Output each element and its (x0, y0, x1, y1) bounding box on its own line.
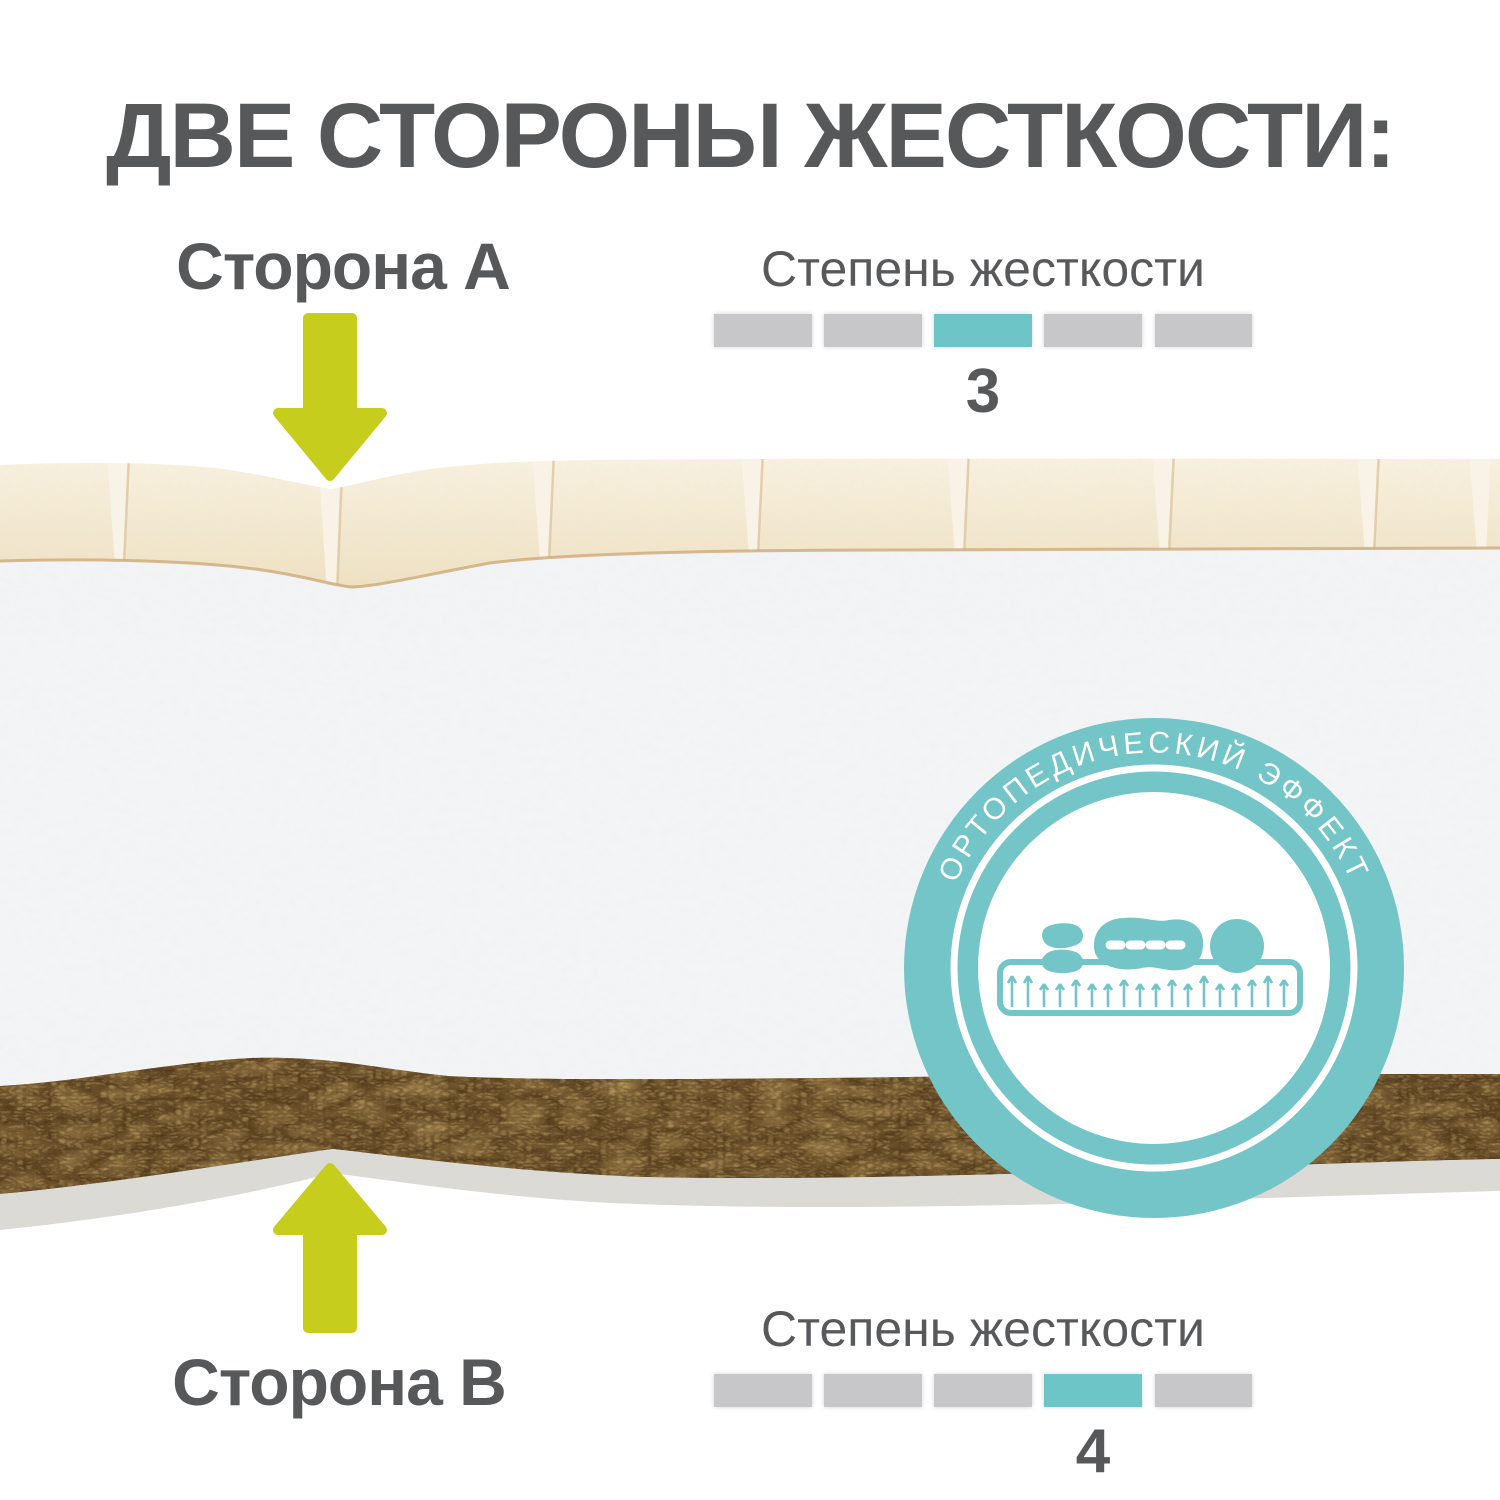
down-arrow-icon (273, 313, 387, 481)
firmness-scale-value: 4 (1075, 1417, 1111, 1486)
firmness-scale-side-b: Степень жесткости 4 (714, 1298, 1253, 1486)
firmness-scale-side-a: Степень жесткости 3 (714, 238, 1253, 426)
firmness-segment (824, 1374, 922, 1407)
mattress-layer-foam (0, 458, 1500, 589)
person-on-mattress-icon (997, 917, 1303, 1016)
firmness-segment (714, 1374, 812, 1407)
firmness-segment (934, 1374, 1032, 1407)
firmness-segment (1044, 314, 1142, 347)
firmness-segment (1154, 314, 1253, 347)
firmness-segment (714, 314, 812, 347)
firmness-scale-value: 3 (965, 357, 1001, 426)
firmness-scale-label: Степень жесткости (761, 1301, 1205, 1357)
firmness-segment (824, 314, 922, 347)
firmness-scale-segments (714, 1374, 1253, 1407)
up-arrow-icon (273, 1163, 387, 1333)
page-title: ДВЕ СТОРОНЫ ЖЕСТКОСТИ: (106, 85, 1396, 187)
firmness-segment-active (1044, 1374, 1142, 1407)
orthopedic-badge: ОРТОПЕДИЧЕСКИЙ ЭФФЕКТ (904, 718, 1404, 1218)
firmness-scale-segments (714, 314, 1253, 347)
firmness-segment (1154, 1374, 1253, 1407)
firmness-scale-label: Степень жесткости (761, 241, 1205, 297)
firmness-segment-active (934, 314, 1032, 347)
side-a-label: Сторона А (176, 229, 511, 303)
side-b-label: Сторона В (172, 1345, 507, 1419)
